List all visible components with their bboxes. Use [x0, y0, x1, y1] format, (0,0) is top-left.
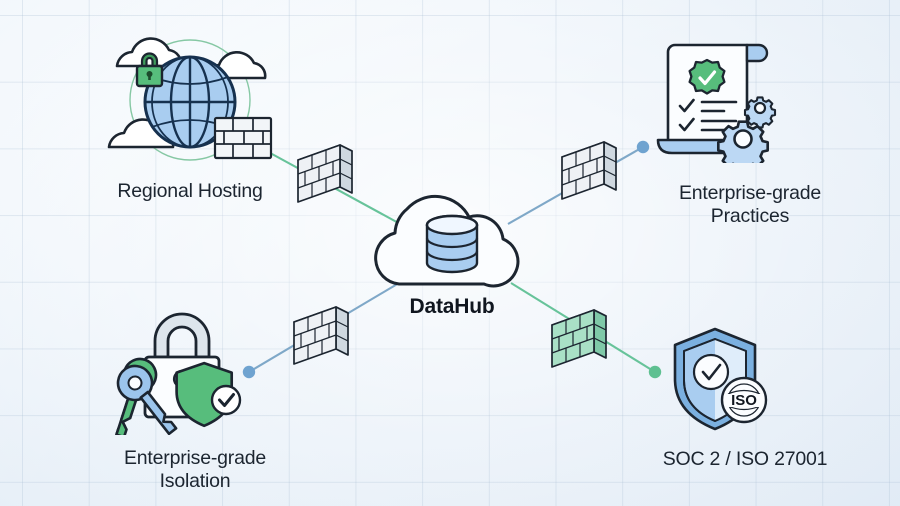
- firewall-bottom-right-icon: [546, 306, 612, 378]
- hub-label: DataHub: [409, 295, 495, 318]
- svg-text:ISO: ISO: [731, 392, 757, 409]
- globe-cloud-lock-icon: [105, 30, 275, 170]
- edge-dot-enterprise-practices: [636, 140, 650, 154]
- firewall-bottom-left-icon: [288, 303, 354, 375]
- node-label-soc2-iso: SOC 2 / ISO 27001: [662, 448, 828, 470]
- node-label-enterprise-isolation: Enterprise-grade Isolation: [123, 447, 267, 492]
- node-label-regional-hosting: Regional Hosting: [117, 180, 263, 202]
- firewall-top-right-icon: [556, 138, 622, 210]
- edge-dot-enterprise-isolation: [242, 365, 256, 379]
- cloud-database-icon: [372, 193, 532, 288]
- edge-dot-soc2-iso: [648, 365, 662, 379]
- firewall-top-left-icon: [292, 141, 358, 213]
- node-label-enterprise-practices: Enterprise-grade Practices: [678, 182, 822, 227]
- padlock-keys-shield-icon: [100, 305, 265, 439]
- shield-check-iso-icon: ISO: [668, 325, 783, 435]
- certificate-gears-icon: [650, 38, 800, 173]
